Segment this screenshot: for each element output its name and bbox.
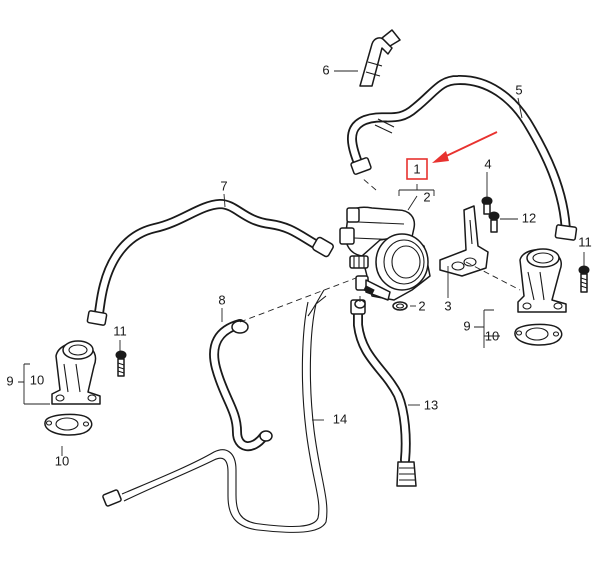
oring-2-lower	[392, 301, 408, 311]
highlight-arrow	[406, 131, 498, 180]
callout-9-left: 9	[6, 373, 13, 388]
alignment-lines	[239, 177, 521, 323]
screw-12	[488, 211, 500, 233]
callout-11-left: 11	[113, 323, 127, 338]
callout-10-right: 10	[485, 328, 499, 343]
elbow-housing-left	[51, 340, 101, 405]
callout-10-left-housing: 10	[30, 372, 44, 387]
gasket-right	[514, 323, 563, 346]
elbow-housing-right	[517, 248, 567, 313]
tube-14	[102, 289, 328, 533]
callout-3: 3	[444, 298, 451, 313]
hose-7	[86, 204, 334, 326]
callout-14: 14	[333, 411, 347, 426]
clip-6	[359, 29, 401, 87]
callout-7: 7	[220, 178, 227, 193]
callout-2-upper: 2	[423, 189, 430, 204]
screw-4	[481, 196, 493, 215]
callout-4: 4	[484, 156, 491, 171]
hose-13	[350, 299, 417, 487]
hose-8	[214, 321, 273, 446]
hose-5	[350, 80, 578, 241]
callout-9-right: 9	[463, 318, 470, 333]
callout-6: 6	[322, 62, 329, 77]
screw-11-right	[578, 265, 590, 293]
callout-8: 8	[218, 292, 225, 307]
callout-2-lower: 2	[418, 298, 425, 313]
callout-13: 13	[424, 397, 438, 412]
callout-10-left-gasket: 10	[55, 453, 69, 468]
gasket-left	[44, 413, 93, 436]
callout-1: 1	[413, 161, 420, 176]
screw-11-left	[115, 350, 127, 377]
callout-11-right: 11	[578, 234, 592, 249]
valve-1	[339, 206, 431, 301]
leader-lines	[18, 70, 585, 456]
bracket-3	[439, 205, 489, 277]
callout-12: 12	[522, 210, 536, 225]
callout-5: 5	[515, 82, 522, 97]
callouts: 1 2 4 12 5 6 7 3 2 11 9 10 8 11 9 10 10 …	[6, 62, 591, 468]
